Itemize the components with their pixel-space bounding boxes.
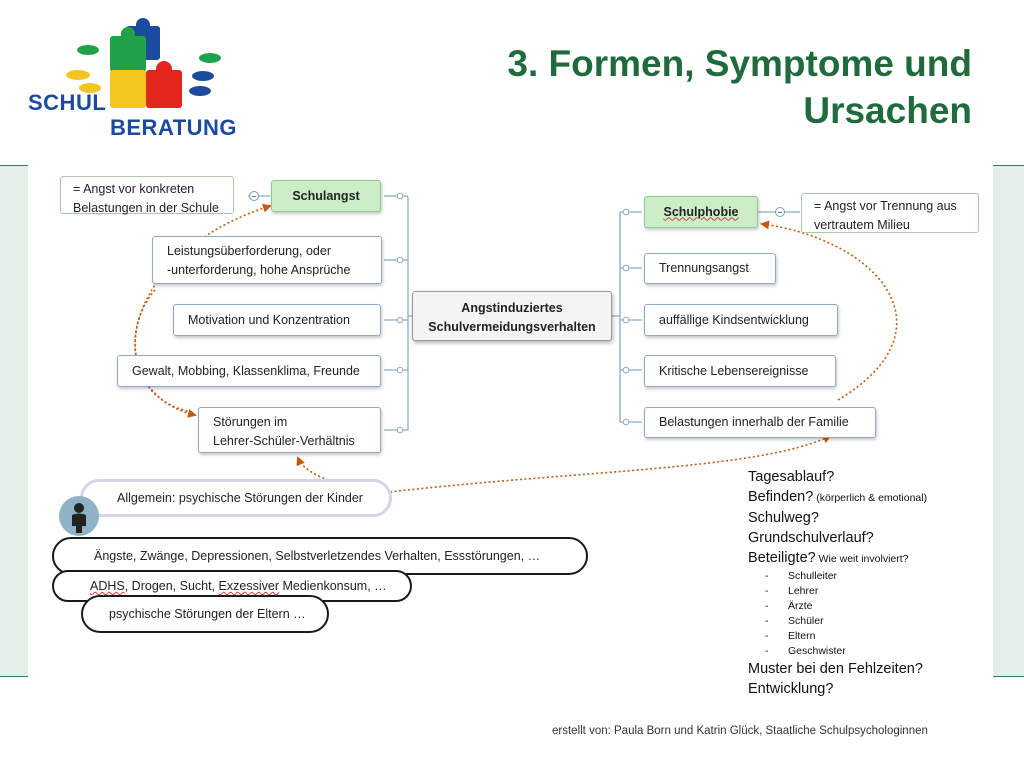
- logo-text-beratung: BERATUNG: [110, 115, 238, 140]
- adhs-text-4: Medienkonsum, …: [278, 579, 387, 593]
- adhs-text: ADHS: [90, 579, 125, 593]
- node-lehrer-schueler-line-2: Lehrer-Schüler-Verhältnis: [213, 434, 355, 448]
- left-decor-band: [0, 165, 28, 677]
- beteiligte-item: Schulleiter: [748, 569, 927, 584]
- question-muster: Muster bei den Fehlzeiten?: [748, 661, 923, 677]
- question-befinden-note: (körperlich & emotional): [813, 492, 928, 504]
- node-schulangst[interactable]: Schulangst: [271, 180, 381, 212]
- node-motivation-label: Motivation und Konzentration: [188, 312, 350, 327]
- node-center[interactable]: Angstinduziertes Schulvermeidungsverhalt…: [412, 291, 612, 341]
- node-lebensereignisse-label: Kritische Lebensereignisse: [659, 363, 809, 378]
- schulphobie-definition-line-2: vertrautem Milieu: [814, 218, 910, 232]
- logo-text-schul: SCHUL: [28, 90, 107, 115]
- node-schulangst-label: Schulangst: [292, 188, 360, 203]
- node-schulphobie[interactable]: Schulphobie: [644, 196, 758, 228]
- page-title: 3. Formen, Symptome und Ursachen: [507, 40, 972, 134]
- node-gewalt-mobbing-label: Gewalt, Mobbing, Klassenklima, Freunde: [132, 363, 360, 378]
- schulphobie-definition: = Angst vor Trennung aus vertrautem Mili…: [801, 193, 979, 233]
- node-trennungsangst-label: Trennungsangst: [659, 261, 749, 275]
- question-grundschulverlauf: Grundschulverlauf?: [748, 530, 874, 546]
- footer-credits: erstellt von: Paula Born und Katrin Glüc…: [552, 725, 928, 737]
- question-befinden-main: Befinden?: [748, 489, 814, 505]
- general-bubble: Allgemein: psychische Störungen der Kind…: [80, 479, 392, 517]
- person-silhouette-icon: [72, 503, 86, 533]
- node-kindsentwicklung[interactable]: auffällige Kindsentwicklung: [644, 304, 838, 336]
- adhs-text-2: , Drogen, Sucht,: [124, 579, 219, 593]
- oval-adhs-label: ADHS, Drogen, Sucht, Exzessiver Medienko…: [90, 579, 387, 593]
- schulphobie-definition-line-1: = Angst vor Trennung aus: [814, 199, 957, 213]
- node-center-line-2: Schulvermeidungsverhalten: [428, 320, 596, 334]
- question-entwicklung: Entwicklung?: [748, 681, 834, 697]
- oval-eltern: psychische Störungen der Eltern …: [81, 595, 329, 633]
- schulangst-definition-line-1: = Angst vor konkreten: [73, 182, 195, 196]
- logo: SCHUL BERATUNG: [28, 18, 258, 143]
- right-decor-band: [993, 165, 1024, 677]
- question-list: Tagesablauf? Befinden? (körperlich & emo…: [748, 467, 927, 699]
- question-beteiligte: Beteiligte? Wie weit involviert?: [748, 548, 927, 569]
- oval-eltern-label: psychische Störungen der Eltern …: [109, 607, 306, 621]
- node-trennungsangst[interactable]: Trennungsangst: [644, 253, 776, 284]
- beteiligte-item: Geschwister: [748, 644, 927, 659]
- person-icon: [59, 496, 99, 536]
- node-motivation[interactable]: Motivation und Konzentration: [173, 304, 381, 336]
- beteiligte-item: Lehrer: [748, 584, 927, 599]
- question-befinden: Befinden? (körperlich & emotional): [748, 487, 927, 508]
- question-beteiligte-note: Wie weit involviert?: [815, 553, 909, 565]
- schulangst-definition-line-2: Belastungen in der Schule: [73, 201, 219, 215]
- node-gewalt-mobbing[interactable]: Gewalt, Mobbing, Klassenklima, Freunde: [117, 355, 381, 387]
- node-kindsentwicklung-label: auffällige Kindsentwicklung: [659, 312, 809, 327]
- node-leistungsueberforderung-line-2: -unterforderung, hohe Ansprüche: [167, 263, 351, 277]
- question-schulweg: Schulweg?: [748, 510, 819, 526]
- beteiligte-item: Ärzte: [748, 599, 927, 614]
- node-schulphobie-label: Schulphobie: [663, 204, 739, 219]
- node-lebensereignisse[interactable]: Kritische Lebensereignisse: [644, 355, 836, 387]
- node-lehrer-schueler-line-1: Störungen im: [213, 415, 288, 429]
- oval-angst-zwaenge-label: Ängste, Zwänge, Depressionen, Selbstverl…: [94, 549, 541, 563]
- node-center-line-1: Angstinduziertes: [461, 301, 563, 315]
- collapse-toggle-schulangst[interactable]: [249, 191, 259, 201]
- title-line-1: 3. Formen, Symptome und: [507, 43, 972, 84]
- node-lehrer-schueler[interactable]: Störungen im Lehrer-Schüler-Verhältnis: [198, 407, 381, 453]
- schulangst-definition: = Angst vor konkreten Belastungen in der…: [60, 176, 234, 215]
- question-beteiligte-main: Beteiligte?: [748, 550, 816, 566]
- beteiligte-list: Schulleiter Lehrer Ärzte Schüler Eltern …: [748, 569, 927, 659]
- node-familie-label: Belastungen innerhalb der Familie: [659, 415, 849, 429]
- question-tagesablauf: Tagesablauf?: [748, 469, 835, 485]
- beteiligte-item: Schüler: [748, 614, 927, 629]
- node-leistungsueberforderung[interactable]: Leistungsüberforderung, oder -unterforde…: [152, 236, 382, 284]
- beteiligte-item: Eltern: [748, 629, 927, 644]
- puzzle-logo-icon: [66, 18, 221, 108]
- title-line-2: Ursachen: [803, 90, 972, 131]
- collapse-toggle-schulphobie[interactable]: [775, 207, 785, 217]
- adhs-text-3: Exzessiver: [218, 579, 279, 593]
- node-leistungsueberforderung-line-1: Leistungsüberforderung, oder: [167, 244, 332, 258]
- node-familie[interactable]: Belastungen innerhalb der Familie: [644, 407, 876, 438]
- general-bubble-label: Allgemein: psychische Störungen der Kind…: [117, 491, 363, 505]
